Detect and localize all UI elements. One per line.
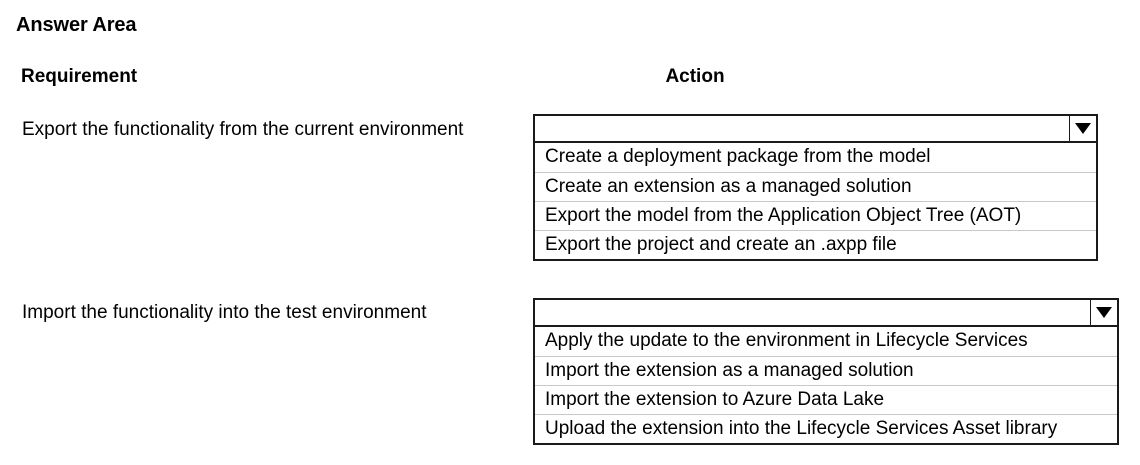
dropdown-1-option-3[interactable]: Upload the extension into the Lifecycle …: [535, 414, 1117, 443]
dropdown-1-toggle-button[interactable]: [1090, 300, 1117, 325]
requirement-label-1: Import the functionality into the test e…: [22, 302, 427, 323]
dropdown-0-selected-value: [535, 116, 1069, 141]
column-header-requirement: Requirement: [21, 66, 138, 87]
dropdown-1-option-2[interactable]: Import the extension to Azure Data Lake: [535, 385, 1117, 414]
dropdown-0-option-2[interactable]: Export the model from the Application Ob…: [535, 201, 1096, 230]
chevron-down-icon: [1096, 307, 1112, 318]
page-title: Answer Area: [16, 14, 137, 36]
dropdown-1-option-0[interactable]: Apply the update to the environment in L…: [535, 327, 1117, 356]
chevron-down-icon: [1075, 123, 1091, 134]
dropdown-0-combobox[interactable]: [533, 114, 1098, 143]
dropdown-0: Create a deployment package from the mod…: [533, 114, 1098, 261]
dropdown-1-selected-value: [535, 300, 1090, 325]
requirement-label-0: Export the functionality from the curren…: [22, 119, 464, 140]
dropdown-1: Apply the update to the environment in L…: [533, 298, 1119, 445]
dropdown-1-option-list: Apply the update to the environment in L…: [533, 327, 1119, 445]
dropdown-1-combobox[interactable]: [533, 298, 1119, 327]
dropdown-0-toggle-button[interactable]: [1069, 116, 1096, 141]
dropdown-0-option-1[interactable]: Create an extension as a managed solutio…: [535, 172, 1096, 201]
dropdown-0-option-0[interactable]: Create a deployment package from the mod…: [535, 143, 1096, 172]
dropdown-0-option-3[interactable]: Export the project and create an .axpp f…: [535, 230, 1096, 259]
dropdown-1-option-1[interactable]: Import the extension as a managed soluti…: [535, 356, 1117, 385]
dropdown-0-option-list: Create a deployment package from the mod…: [533, 143, 1098, 261]
column-header-action: Action: [665, 66, 725, 87]
